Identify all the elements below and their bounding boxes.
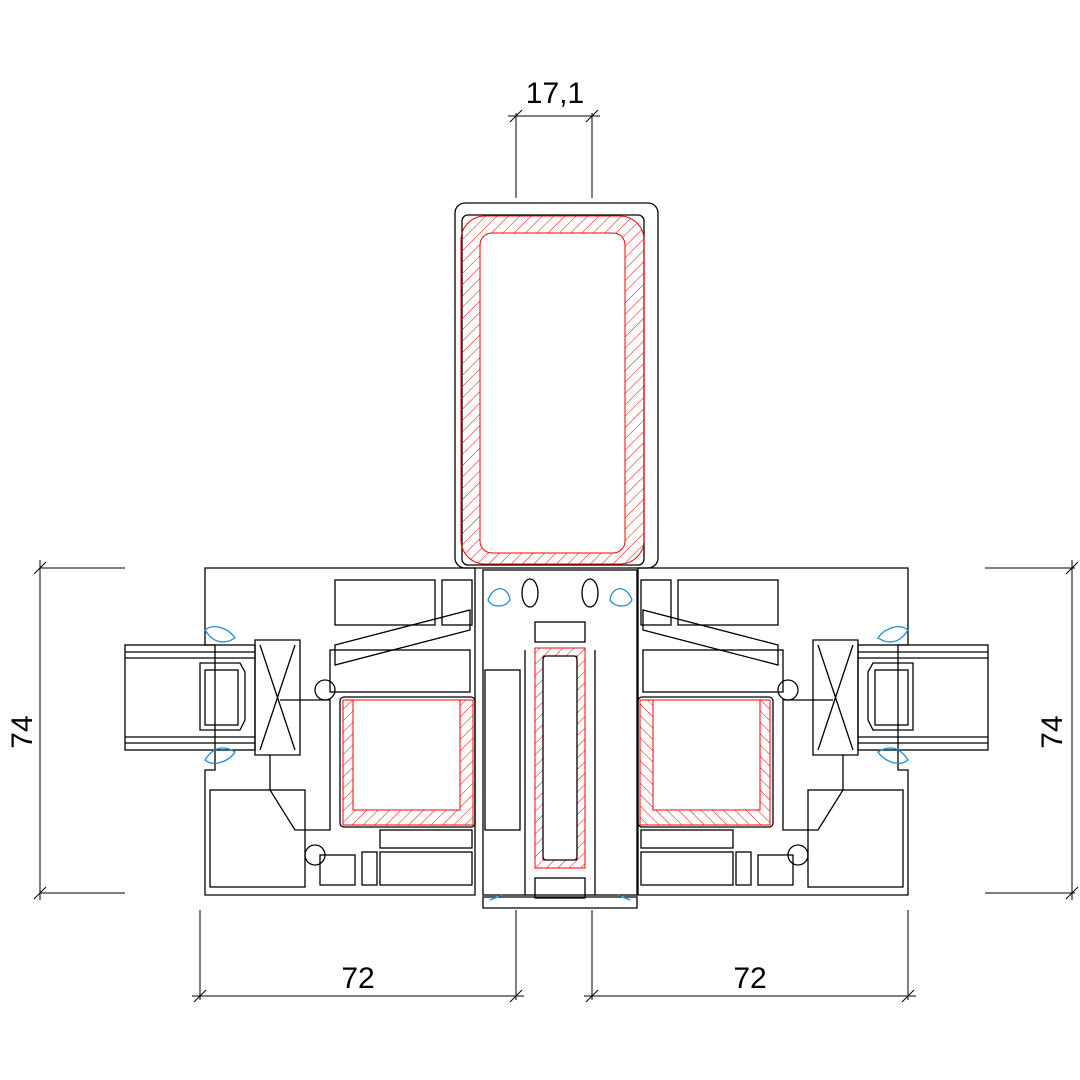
dimension-lines <box>33 109 1079 1003</box>
left-reinforcement <box>342 699 474 826</box>
dimension-height-right: 74 <box>1036 715 1069 748</box>
left-glazing <box>124 644 256 751</box>
left-frame-profile <box>204 567 476 896</box>
right-frame-profile <box>637 567 989 896</box>
mullion-profile <box>454 202 659 569</box>
gaskets <box>204 588 909 901</box>
dimension-mullion-width: 17,1 <box>526 77 584 110</box>
dimension-width-right: 72 <box>733 962 766 995</box>
dimension-height-left: 74 <box>6 715 39 748</box>
mullion-reinforcement <box>460 215 645 565</box>
center-coupler <box>482 569 638 909</box>
dimension-width-left: 72 <box>341 962 374 995</box>
